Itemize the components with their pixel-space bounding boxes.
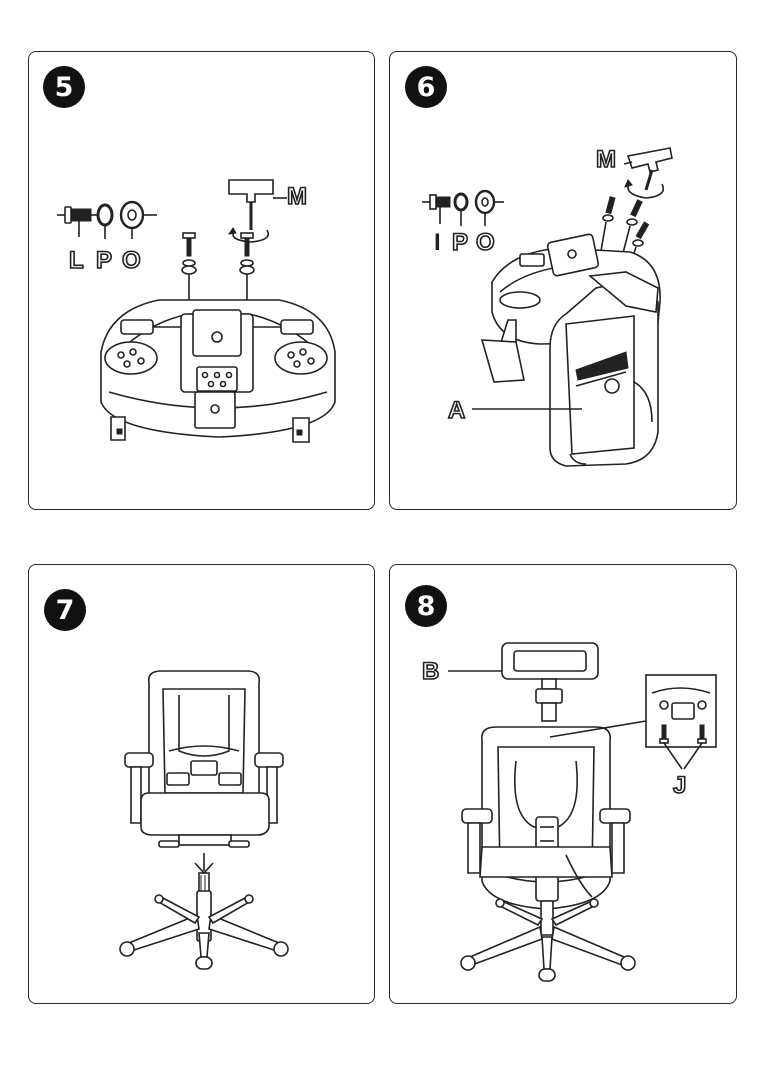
step-5-illustration	[29, 52, 376, 511]
t-wrench-icon	[624, 148, 672, 198]
detail-inset	[646, 675, 716, 747]
part-label-headrest: B	[422, 660, 440, 684]
seat-underside-illustration	[101, 300, 335, 442]
part-label-screw: L	[69, 249, 85, 273]
step-6-panel: 6	[389, 51, 737, 510]
part-label-screws: J	[673, 774, 687, 798]
step-7-panel: 7	[28, 564, 375, 1004]
part-label-washer-o: O	[122, 249, 142, 273]
chair-assembled-illustration	[461, 727, 635, 981]
step-5-panel: 5	[28, 51, 375, 510]
washer-p-icon	[98, 205, 112, 239]
screw-l-icon	[57, 207, 97, 237]
part-label-wrench: M	[596, 148, 617, 172]
seat-and-backrest-illustration	[482, 234, 660, 466]
part-label-screw: I	[434, 231, 442, 255]
washer-o-icon	[476, 191, 504, 226]
part-label-backrest: A	[448, 399, 466, 423]
step-7-illustration	[29, 565, 376, 1005]
down-arrow-icon	[195, 853, 213, 873]
part-label-washer-p: P	[96, 249, 113, 273]
washer-o-icon	[121, 202, 157, 239]
screw-i-icon	[422, 195, 450, 224]
chair-base-illustration	[120, 873, 288, 969]
step-8-panel: 8	[389, 564, 737, 1004]
step-6-illustration	[390, 52, 738, 511]
part-label-washer-p: P	[452, 231, 469, 255]
washer-p-icon	[455, 194, 467, 226]
part-label-wrench: M	[287, 185, 308, 209]
t-wrench-icon	[229, 180, 287, 242]
chair-without-base-illustration	[125, 671, 283, 847]
headrest-illustration	[502, 643, 598, 721]
part-label-washer-o: O	[476, 231, 496, 255]
